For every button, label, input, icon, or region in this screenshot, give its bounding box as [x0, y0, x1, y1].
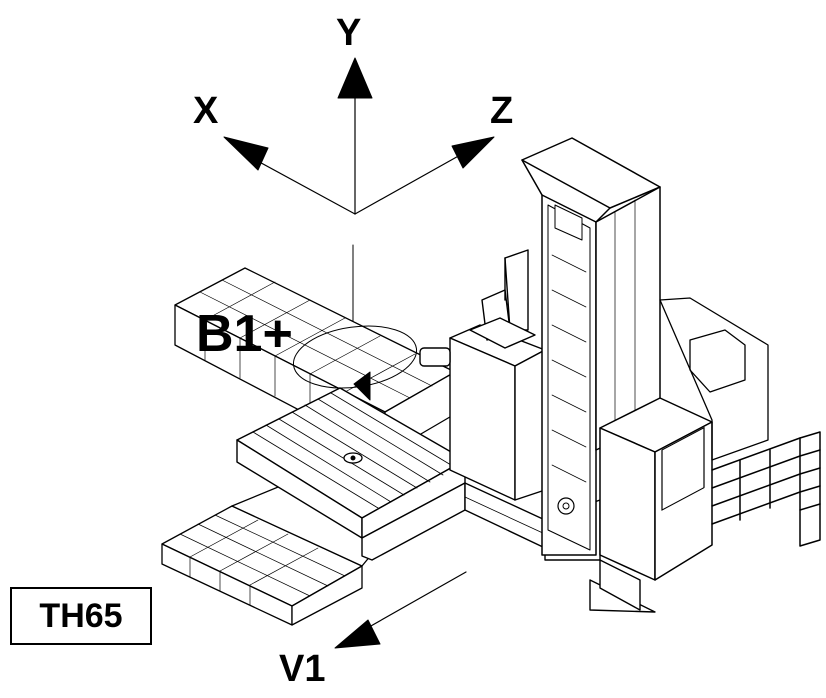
axis-z-label: Z — [490, 90, 514, 132]
front-guard — [161, 477, 401, 626]
y-arrowhead-icon — [337, 57, 373, 99]
model-label: TH65 — [10, 587, 152, 645]
v1-arrow-line — [354, 571, 467, 636]
v1-arrowhead-icon — [334, 619, 381, 649]
axis-triad — [251, 93, 463, 215]
axis-x-label: X — [193, 90, 219, 132]
column — [521, 137, 661, 556]
rotary-b1-label: B1+ — [196, 305, 293, 363]
axis-v1-label: V1 — [279, 648, 326, 690]
control-cabinet — [599, 397, 713, 581]
spindle-head — [419, 249, 546, 501]
x-arrowhead-icon — [223, 136, 269, 171]
axis-top-arrowhead-icon — [353, 371, 371, 401]
safety-railing — [711, 431, 821, 547]
z-arrowhead-icon — [451, 136, 495, 169]
axis-y-label: Y — [336, 12, 362, 54]
rear-enclosure — [659, 297, 769, 461]
